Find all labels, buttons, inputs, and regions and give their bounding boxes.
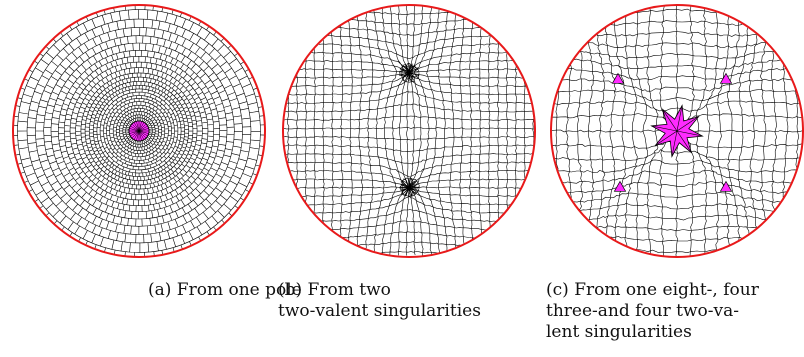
mesh-diagram-eight-four-singularities <box>550 4 804 258</box>
mesh-diagram-two-singularities <box>282 4 536 258</box>
mesh-diagram-one-pole <box>12 4 266 258</box>
three-valent-singularity-3 <box>613 180 627 192</box>
three-valent-singularity-1 <box>611 72 625 84</box>
disk-boundary <box>550 4 804 258</box>
caption-c: (c) From one eight-, four three-and four… <box>546 280 796 343</box>
three-valent-singularity-2 <box>719 72 733 84</box>
two-valent-singularity-1 <box>400 63 418 81</box>
disk-boundary <box>282 4 536 258</box>
caption-a: (a) From one pole <box>148 280 378 301</box>
three-valent-singularity-4 <box>719 180 733 192</box>
caption-c-line-1: (c) From one eight-, four <box>546 280 759 300</box>
caption-c-line-2: three-and four two-va- <box>546 301 739 321</box>
caption-b: (b) From two two-valent singularities <box>278 280 538 322</box>
caption-b-line-2: two-valent singularities <box>278 301 481 321</box>
caption-c-line-3: lent singularities <box>546 322 692 342</box>
panel-b <box>278 0 540 262</box>
two-valent-singularity-2 <box>400 179 418 197</box>
disk-boundary <box>12 4 266 258</box>
panel-c <box>546 0 804 262</box>
caption-b-line-1: (b) From two <box>278 280 391 300</box>
panel-a <box>8 0 270 262</box>
caption-a-line-1: (a) From one pole <box>148 280 302 300</box>
